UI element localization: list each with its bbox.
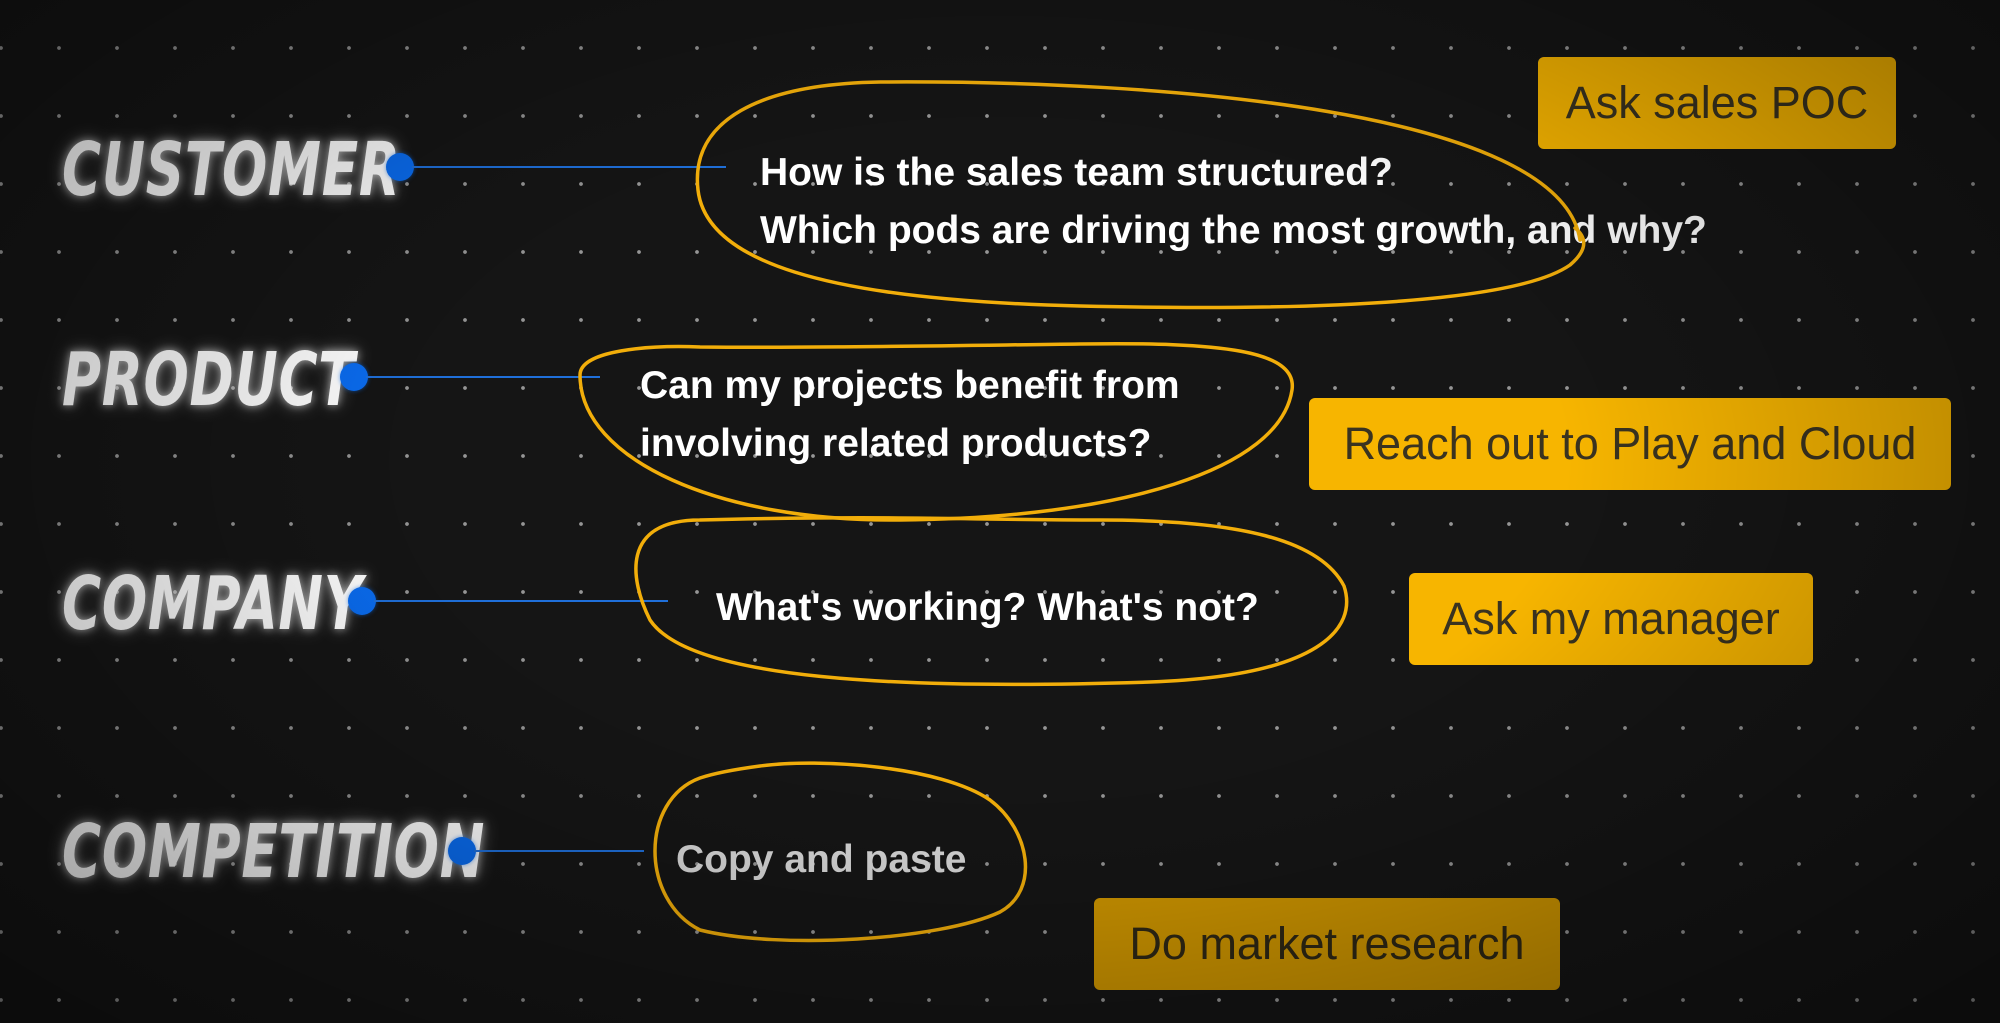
node-dot-customer: [386, 153, 414, 181]
node-dot-company: [348, 587, 376, 615]
category-label-competition: COMPETITION: [62, 809, 486, 895]
question-text-competition: Copy and paste: [676, 831, 966, 889]
question-line: Which pods are driving the most growth, …: [760, 209, 1707, 252]
category-label-customer: CUSTOMER: [62, 127, 401, 213]
question-line: involving related products?: [640, 422, 1152, 465]
connector-line-company: [374, 600, 668, 602]
question-line: Can my projects benefit from: [640, 364, 1180, 407]
question-line: What's working? What's not?: [716, 586, 1259, 629]
question-text-customer: How is the sales team structured? Which …: [760, 144, 1707, 260]
category-label-product: PRODUCT: [62, 337, 356, 423]
category-label-company: COMPANY: [62, 561, 364, 647]
connector-line-competition: [474, 850, 644, 852]
question-text-company: What's working? What's not?: [716, 579, 1259, 637]
action-box-company: Ask my manager: [1409, 573, 1813, 665]
node-dot-product: [340, 363, 368, 391]
question-line: Copy and paste: [676, 838, 967, 881]
question-text-product: Can my projects benefit from involving r…: [640, 357, 1180, 473]
connector-line-customer: [412, 166, 726, 168]
action-box-product: Reach out to Play and Cloud: [1309, 398, 1951, 490]
node-dot-competition: [448, 837, 476, 865]
action-box-customer: Ask sales POC: [1538, 57, 1896, 149]
connector-line-product: [366, 376, 600, 378]
action-box-competition: Do market research: [1094, 898, 1560, 990]
question-line: How is the sales team structured?: [760, 151, 1393, 194]
